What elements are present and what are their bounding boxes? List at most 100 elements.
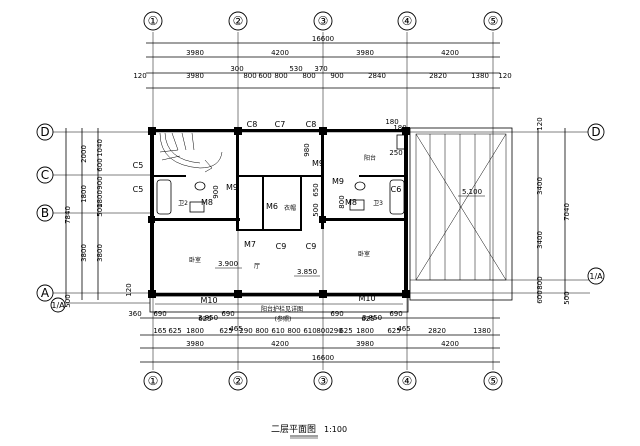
- dim-right-i4: 600: [536, 290, 544, 303]
- tag-c5-upper: C5: [133, 161, 144, 170]
- dim-bot-d9: 465: [229, 325, 242, 333]
- room-bath2: 卫2: [178, 200, 188, 207]
- axis-5-bottom: ⑤: [488, 374, 499, 388]
- dim-left-i4: 500: [96, 203, 104, 216]
- dim-left-2000: 2000: [80, 145, 88, 163]
- axis-3-top: ③: [318, 14, 329, 28]
- axis-5-top: ⑤: [488, 14, 499, 28]
- dim-bot-r3: 625: [219, 327, 232, 335]
- dim-left-3800: 3800: [80, 244, 88, 262]
- dim-left-i1: 600: [96, 158, 104, 171]
- axis-D-right: D: [591, 125, 600, 139]
- dim-bot-d5: 1800: [356, 327, 374, 335]
- dim-top-axis-3: 3980: [356, 49, 374, 57]
- balcony-note: 阳台护栏见详图: [261, 305, 303, 313]
- axis-D-left: D: [40, 125, 49, 139]
- terrace-hatch: [415, 133, 507, 281]
- elevation-marks: 3.900 3.850 3.850 3.850 5.100: [198, 188, 485, 322]
- dim-top-d5: 800: [274, 72, 287, 80]
- dim-bot-r7: 800: [287, 327, 300, 335]
- dim-right-i1: 3400: [536, 177, 544, 195]
- dim-top-d1: 3980: [186, 72, 204, 80]
- axis-1A-left: 1/A: [51, 301, 65, 310]
- dim-bot-d3: 690: [221, 310, 234, 318]
- dim-top-d7: 800: [302, 72, 315, 80]
- axis-1-bottom: ①: [148, 374, 159, 388]
- dim-left-500: 500: [64, 294, 72, 307]
- left-axis-markers: D C B A 1/A: [36, 123, 66, 313]
- dim-bot-d0: 360: [128, 310, 141, 318]
- left-dimensions: 7840 500 2000 1800 3800 1040 600 900 180…: [64, 128, 133, 308]
- dim-bot-r4: 290: [239, 327, 252, 335]
- dim-left-i2: 900: [96, 176, 104, 189]
- top-axis-markers: ① ② ③ ④ ⑤: [143, 11, 503, 31]
- room-balcony: 阳台: [364, 154, 376, 162]
- title-scale: 1:100: [324, 425, 347, 434]
- dim-bot-elev2: 625: [361, 315, 374, 323]
- axis-2-bottom: ②: [233, 374, 244, 388]
- tag-m10-left: M10: [200, 296, 217, 305]
- dim-bot-r6: 610: [271, 327, 284, 335]
- tag-c5-lower: C5: [133, 185, 144, 194]
- elev-hall: 3.850: [297, 268, 317, 276]
- dim-top-axis-4: 4200: [441, 49, 459, 57]
- stair: [159, 132, 223, 173]
- elev-balcony-right: 3.850: [362, 314, 382, 322]
- room-bed-left: 卧室: [189, 256, 201, 264]
- dim-bot-r1: 625: [168, 327, 181, 335]
- dim-top-d8: 370: [314, 65, 327, 73]
- dim-right-i2: 3400: [536, 231, 544, 249]
- right-dimensions: 120 3400 3400 800 600 7040 500: [536, 117, 571, 304]
- dim-bot-axis-4: 4200: [441, 340, 459, 348]
- dim-top-total: 16600: [312, 35, 334, 43]
- tag-m9-right: M9: [332, 177, 344, 186]
- dim-top-d6: 530: [289, 65, 302, 73]
- misc-900: 900: [212, 185, 220, 198]
- drawing-title: 二层平面图 1:100: [271, 424, 347, 439]
- dim-bot-d1: 690: [153, 310, 166, 318]
- tag-m10-right: M10: [358, 294, 375, 303]
- room-storage: 衣帽: [284, 204, 296, 212]
- room-labels: 卫2 卫3 卧室 卧室 厅 衣帽 阳台 阳台护栏见详图 (参照): [178, 154, 383, 323]
- axis-4-top: ④: [402, 14, 413, 28]
- dim-bot-axis-1: 3980: [186, 340, 204, 348]
- dim-bot-elev1: 625: [198, 315, 211, 323]
- bottom-dimensions: 360 690 1800 690 625 690 1800 690 625 28…: [128, 310, 500, 363]
- tag-m9-left: M9: [226, 183, 238, 192]
- dim-right-i3: 800: [536, 276, 544, 289]
- dim-bot-total: 16600: [312, 354, 334, 362]
- room-hall: 厅: [254, 263, 260, 270]
- dim-left-i5: 3800: [96, 244, 104, 262]
- tag-c6: C6: [391, 185, 402, 194]
- misc-980: 980: [303, 143, 311, 156]
- tag-m6: M6: [266, 202, 278, 211]
- dim-bot-axis-3: 3980: [356, 340, 374, 348]
- misc-800: 800: [338, 195, 346, 208]
- opening-tags: C8 C7 C8 C5 C5 C6 C9 C9 M9 M9 M9 M8 M8 M…: [133, 120, 402, 305]
- dim-bot-r0: 165: [153, 327, 166, 335]
- axis-1-top: ①: [148, 14, 159, 28]
- dim-top-d2: 300: [230, 65, 243, 73]
- dim-top-axis-1: 3980: [186, 49, 204, 57]
- dim-bot-r11: 625: [339, 327, 352, 335]
- axis-2-top: ②: [233, 14, 244, 28]
- dim-left-7840: 7840: [64, 206, 72, 224]
- misc-500: 500: [312, 203, 320, 216]
- dim-right-i0: 120: [536, 117, 544, 130]
- dim-bot-r10: 290: [329, 327, 342, 335]
- dim-bot-d6: 690: [389, 310, 402, 318]
- axis-B-left: B: [41, 206, 49, 220]
- misc-180a: 180: [385, 118, 398, 126]
- tag-c9-right: C9: [306, 242, 317, 251]
- dim-top-d9: 900: [330, 72, 343, 80]
- dim-top-d4: 600: [258, 72, 271, 80]
- dim-top-axis-2: 4200: [271, 49, 289, 57]
- tag-c9-left: C9: [276, 242, 287, 251]
- dim-bot-d10: 465: [397, 325, 410, 333]
- walls: [148, 127, 513, 313]
- tag-m7: M7: [244, 240, 256, 249]
- dim-top-d3: 800: [243, 72, 256, 80]
- dim-right-500: 500: [563, 291, 571, 304]
- dim-top-d11: 2820: [429, 72, 447, 80]
